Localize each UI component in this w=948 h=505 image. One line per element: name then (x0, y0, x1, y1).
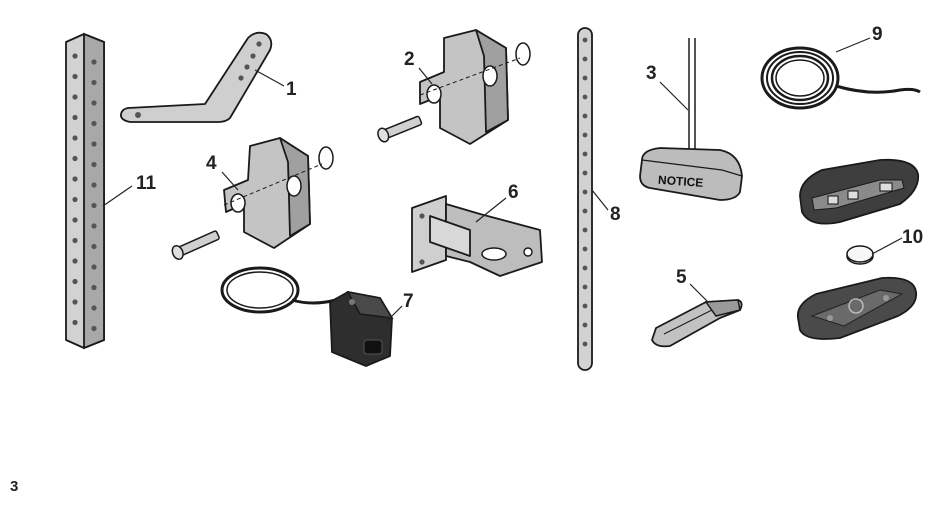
straight-arm-hole (582, 208, 588, 214)
straight-arm-hole (582, 284, 588, 290)
callout-3: 3 (646, 63, 657, 84)
safety-sensor-part: 7 (220, 266, 414, 367)
angle-iron-hole (72, 319, 78, 326)
curved-door-arm-part: 1 (120, 31, 297, 123)
angle-iron-part: 11 (65, 32, 157, 350)
angle-iron-hole (91, 161, 97, 168)
straight-arm-hole (582, 37, 588, 43)
straight-arm-hole (582, 151, 588, 157)
remote-battery-part: 10 (796, 158, 923, 340)
angle-iron-hole (91, 223, 97, 229)
callout-7: 7 (403, 291, 414, 312)
straight-arm-hole (582, 303, 588, 309)
callout-11: 11 (136, 173, 157, 194)
angle-iron-hole (91, 264, 97, 270)
callout-9: 9 (872, 24, 883, 45)
straight-arm-hole (582, 75, 588, 81)
corner-mark: 3 (10, 478, 19, 495)
straight-arm-hole (582, 189, 588, 195)
straight-arm-hole (582, 246, 588, 252)
angle-iron-hole (91, 325, 97, 332)
callout-10: 10 (902, 227, 923, 248)
angle-iron-hole (91, 202, 97, 209)
angle-iron-hole (72, 73, 78, 80)
emergency-release-notice-tag-icon: NOTICE (639, 38, 743, 201)
angle-iron-hole (91, 79, 97, 86)
angle-iron-hole (91, 243, 97, 250)
callout-8: 8 (610, 204, 621, 225)
angle-iron-hole (91, 182, 97, 188)
angle-iron-hole (91, 141, 97, 147)
notice-tag-label: NOTICE (658, 173, 704, 190)
callout-6: 6 (508, 182, 519, 203)
straight-arm-hole (582, 113, 588, 119)
straight-arm-hole (582, 170, 588, 176)
straight-arm-hole (582, 132, 588, 138)
callout-4: 4 (206, 153, 217, 174)
straight-arm-hole (582, 227, 588, 233)
header-bracket-part: 6 (411, 182, 543, 277)
callout-2: 2 (404, 49, 415, 70)
angle-iron-hole (91, 59, 97, 65)
bell-wire-part: 9 (760, 24, 921, 110)
straight-arm-hole (582, 341, 588, 347)
angle-iron-hole (91, 120, 97, 127)
straight-arm-hole (582, 94, 588, 100)
angle-iron-hole (72, 278, 78, 285)
callout-5: 5 (676, 267, 687, 288)
door-bracket-with-pin-icon (171, 137, 334, 260)
safety-sensor-with-cable-icon (220, 266, 394, 367)
straight-arm-part: 8 (577, 27, 621, 371)
straight-arm-hole (582, 322, 588, 328)
header-bracket-icon (411, 195, 543, 277)
curved-door-arm-icon (120, 31, 273, 123)
angle-iron-hole (72, 196, 78, 203)
straight-arm-hole (582, 56, 588, 62)
angle-iron-hole (72, 135, 78, 141)
angle-iron-hole (72, 299, 78, 305)
visor-clip-part: 5 (651, 267, 743, 348)
angle-iron-hole (72, 53, 78, 59)
straight-door-arm-icon (577, 27, 593, 371)
angle-iron-hole (72, 94, 78, 100)
door-bracket-top-part: 2 (377, 29, 531, 145)
callout-1: 1 (286, 79, 297, 100)
notice-tag-part: NOTICE 3 (639, 38, 743, 201)
remote-control-battery-icon (796, 158, 920, 340)
door-bracket-with-pin-icon (377, 29, 531, 145)
angle-iron-hole (72, 237, 78, 244)
straight-arm-hole (582, 265, 588, 271)
angle-iron-hole (91, 100, 97, 106)
visor-clip-icon (651, 299, 743, 348)
coiled-wire-icon (760, 46, 921, 110)
perforated-angle-iron-icon (65, 32, 105, 350)
angle-iron-hole (72, 217, 78, 223)
angle-iron-hole (72, 176, 78, 182)
angle-iron-hole (72, 258, 78, 264)
door-bracket-lower-part: 4 (171, 137, 334, 260)
angle-iron-hole (91, 284, 97, 291)
angle-iron-hole (91, 305, 97, 311)
angle-iron-hole (72, 114, 78, 121)
angle-iron-hole (72, 155, 78, 162)
